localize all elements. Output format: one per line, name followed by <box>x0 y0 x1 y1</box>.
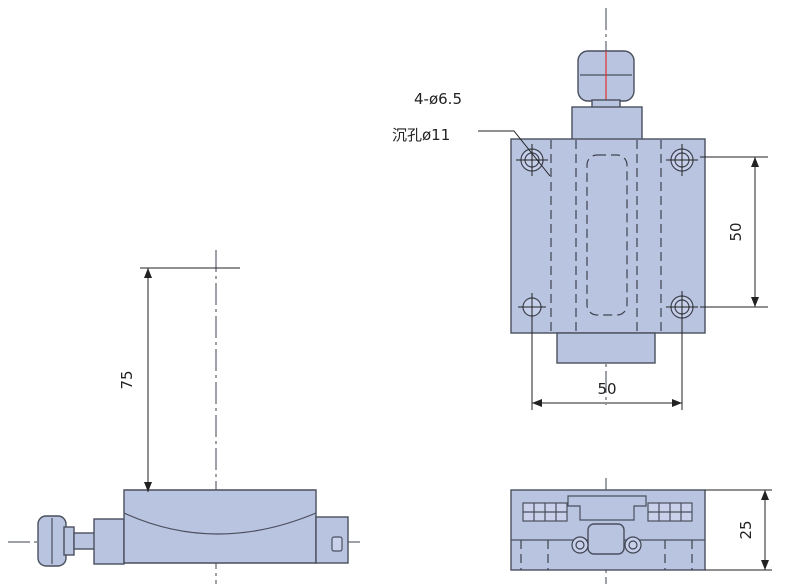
dim-arrow-25-down <box>761 560 769 570</box>
dim-text-vertical-75: 75 <box>118 370 136 389</box>
front-center-nut <box>587 523 625 555</box>
side-body-left-block <box>93 518 125 565</box>
dim-arrow-right <box>672 399 682 407</box>
counterbore-spec-label: 沉孔ø11 <box>392 126 450 144</box>
side-view: 75 <box>8 250 360 584</box>
front-view: 25 <box>510 478 772 584</box>
top-view: 4-ø6.5 沉孔ø11 50 50 <box>392 8 768 410</box>
dim-arrow-75-up <box>144 268 152 278</box>
mount-hole-top-left <box>516 144 548 176</box>
mount-hole-bottom-right <box>666 291 698 323</box>
side-body-arc <box>123 512 317 535</box>
mount-hole-bottom-left <box>518 293 546 321</box>
side-right-end-detail <box>331 536 343 552</box>
hole-spec-label: 4-ø6.5 <box>414 90 462 108</box>
dim-arrow-down <box>751 297 759 307</box>
dim-arrow-25-up <box>761 490 769 500</box>
front-right-rail <box>647 502 693 522</box>
dim-arrow-left <box>532 399 542 407</box>
side-main-body <box>123 489 317 564</box>
front-left-rail <box>522 502 568 522</box>
dim-text-horizontal-50: 50 <box>597 380 616 398</box>
side-knob-collar <box>63 526 75 556</box>
lower-guide-block <box>556 332 656 364</box>
mount-hole-top-right <box>666 144 698 176</box>
dim-arrow-up <box>751 157 759 167</box>
hole-callout-leader <box>478 130 551 177</box>
side-spindle <box>73 532 97 550</box>
upper-guide-block <box>571 106 643 142</box>
front-center-carriage <box>567 495 647 521</box>
dim-text-vertical-50: 50 <box>727 222 745 241</box>
dim-arrow-75-down <box>144 482 152 492</box>
dim-text-vertical-25: 25 <box>737 520 755 539</box>
hidden-slot <box>586 154 628 316</box>
